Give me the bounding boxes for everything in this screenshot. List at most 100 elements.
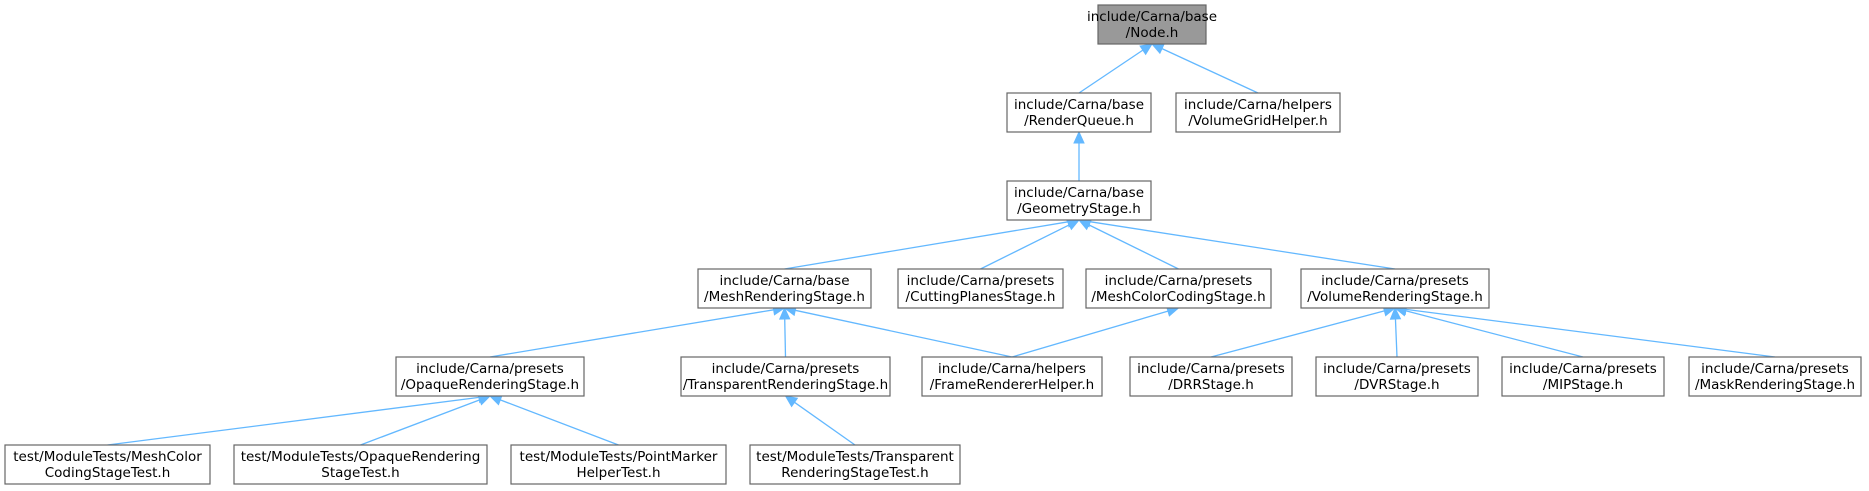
node-volumegridhelper_h[interactable]: include/Carna/helpers/VolumeGridHelper.h bbox=[1175, 92, 1341, 133]
node-label-line: /MIPStage.h bbox=[1543, 377, 1623, 393]
node-label-line: StageTest.h bbox=[321, 465, 399, 481]
node-box[interactable] bbox=[680, 356, 891, 397]
node-label-line: include/Carna/base bbox=[1014, 97, 1144, 113]
edge-meshcolorcodingstagetest_h-to-opaquerenderingstage_h bbox=[107, 391, 492, 446]
node-label-line: include/Carna/presets bbox=[907, 273, 1055, 289]
node-box[interactable] bbox=[1501, 356, 1665, 397]
node-label-line: /Node.h bbox=[1126, 25, 1179, 41]
node-volumerenderingstage_h[interactable]: include/Carna/presets/VolumeRenderingSta… bbox=[1300, 268, 1490, 309]
node-label-line: /MeshRenderingStage.h bbox=[704, 289, 865, 305]
node-box[interactable] bbox=[4, 444, 211, 485]
edge-line bbox=[980, 224, 1070, 270]
edge-line bbox=[1161, 48, 1259, 94]
node-cuttingplanesstage_h[interactable]: include/Carna/presets/CuttingPlanesStage… bbox=[897, 268, 1064, 309]
node-label-line: /CuttingPlanesStage.h bbox=[906, 289, 1056, 305]
node-label-line: include/Carna/base bbox=[1014, 185, 1144, 201]
node-label-line: /RenderQueue.h bbox=[1024, 113, 1134, 129]
node-label-line: HelperTest.h bbox=[576, 465, 660, 481]
edge-geometrystage_h-to-renderqueue_h bbox=[1073, 130, 1085, 181]
edge-transparentrenderingstage_h-to-meshrenderingstage_h bbox=[778, 306, 791, 358]
edge-line bbox=[1210, 310, 1385, 358]
node-node_h[interactable]: include/Carna/base/Node.h bbox=[1087, 4, 1217, 45]
node-maskrenderingstage_h[interactable]: include/Carna/presets/MaskRenderingStage… bbox=[1688, 356, 1862, 397]
edge-pointmarkerhelpertest_h-to-opaquerenderingstage_h bbox=[488, 394, 619, 446]
node-renderqueue_h[interactable]: include/Carna/base/RenderQueue.h bbox=[1006, 92, 1152, 133]
node-box[interactable] bbox=[697, 268, 872, 309]
node-box[interactable] bbox=[1175, 92, 1341, 133]
node-transparentrenderingstagetest_h[interactable]: test/ModuleTests/TransparentRenderingSta… bbox=[749, 444, 961, 485]
node-label-line: include/Carna/helpers bbox=[1184, 97, 1332, 113]
edge-meshrenderingstage_h-to-geometrystage_h bbox=[784, 216, 1081, 270]
edge-line bbox=[1089, 221, 1396, 270]
edge-framerendererhelper_h-to-meshcolorcodingstage_h bbox=[1011, 305, 1180, 358]
node-box[interactable] bbox=[1315, 356, 1479, 397]
node-label-line: include/Carna/base bbox=[1087, 9, 1217, 25]
node-box[interactable] bbox=[749, 444, 961, 485]
node-label-line: /MaskRenderingStage.h bbox=[1695, 377, 1855, 393]
node-label-line: /OpaqueRenderingStage.h bbox=[401, 377, 579, 393]
node-label-line: test/ModuleTests/MeshColor bbox=[13, 449, 202, 465]
node-box[interactable] bbox=[1129, 356, 1293, 397]
node-geometrystage_h[interactable]: include/Carna/base/GeometryStage.h bbox=[1006, 180, 1152, 221]
edge-arrowhead bbox=[1139, 43, 1154, 56]
node-box[interactable] bbox=[1097, 4, 1207, 45]
edges-layer bbox=[107, 43, 1776, 446]
node-box[interactable] bbox=[510, 444, 727, 485]
edge-line bbox=[500, 399, 619, 446]
node-opaquerenderingstage_h[interactable]: include/Carna/presets/OpaqueRenderingSta… bbox=[395, 356, 585, 397]
edge-line bbox=[784, 318, 787, 358]
node-box[interactable] bbox=[233, 444, 488, 485]
node-label-line: include/Carna/base bbox=[719, 273, 849, 289]
edge-maskrenderingstage_h-to-volumerenderingstage_h bbox=[1393, 303, 1776, 358]
edge-line bbox=[107, 396, 480, 446]
node-transparentrenderingstage_h[interactable]: include/Carna/presets/TransparentRenderi… bbox=[680, 356, 891, 397]
node-opaquerenderingstagetest_h[interactable]: test/ModuleTests/OpaqueRenderingStageTes… bbox=[233, 444, 488, 485]
node-label-line: test/ModuleTests/OpaqueRendering bbox=[241, 449, 481, 465]
node-meshcolorcodingstage_h[interactable]: include/Carna/presets/MeshColorCodingSta… bbox=[1085, 268, 1272, 309]
edge-line bbox=[1405, 308, 1776, 358]
node-box[interactable] bbox=[1006, 180, 1152, 221]
node-label-line: /DRRStage.h bbox=[1168, 377, 1254, 393]
node-mipstage_h[interactable]: include/Carna/presets/MIPStage.h bbox=[1501, 356, 1665, 397]
edge-line bbox=[795, 309, 1013, 358]
edge-arrowhead bbox=[778, 306, 791, 320]
node-label-line: /VolumeRenderingStage.h bbox=[1307, 289, 1483, 305]
node-label-line: include/Carna/helpers bbox=[938, 361, 1086, 377]
edge-arrowhead bbox=[477, 394, 492, 406]
node-label-line: CodingStageTest.h bbox=[45, 465, 171, 481]
edge-line bbox=[1394, 318, 1398, 358]
node-label-line: RenderingStageTest.h bbox=[781, 465, 928, 481]
node-box[interactable] bbox=[1006, 92, 1152, 133]
node-box[interactable] bbox=[921, 356, 1103, 397]
node-label-line: include/Carna/presets bbox=[1323, 361, 1471, 377]
node-drrstage_h[interactable]: include/Carna/presets/DRRStage.h bbox=[1129, 356, 1293, 397]
node-box[interactable] bbox=[395, 356, 585, 397]
node-box[interactable] bbox=[1688, 356, 1862, 397]
edge-line bbox=[784, 221, 1069, 270]
edge-line bbox=[794, 401, 856, 446]
node-label-line: include/Carna/presets bbox=[416, 361, 564, 377]
edge-transparentrenderingstagetest_h-to-transparentrenderingstage_h bbox=[784, 395, 856, 446]
edge-drrstage_h-to-volumerenderingstage_h bbox=[1210, 305, 1397, 358]
edge-opaquerenderingstagetest_h-to-opaquerenderingstage_h bbox=[360, 394, 492, 446]
node-meshrenderingstage_h[interactable]: include/Carna/base/MeshRenderingStage.h bbox=[697, 268, 872, 309]
node-label-line: /MeshColorCodingStage.h bbox=[1091, 289, 1265, 305]
edge-volumegridhelper_h-to-node_h bbox=[1150, 43, 1259, 94]
edge-arrowhead bbox=[1073, 130, 1085, 144]
node-meshcolorcodingstagetest_h[interactable]: test/ModuleTests/MeshColorCodingStageTes… bbox=[4, 444, 211, 485]
node-label-line: include/Carna/presets bbox=[1105, 273, 1253, 289]
edge-line bbox=[1011, 310, 1169, 358]
node-dvrstage_h[interactable]: include/Carna/presets/DVRStage.h bbox=[1315, 356, 1479, 397]
node-framerendererhelper_h[interactable]: include/Carna/helpers/FrameRendererHelpe… bbox=[921, 356, 1103, 397]
edge-line bbox=[1405, 310, 1584, 358]
node-box[interactable] bbox=[897, 268, 1064, 309]
node-label-line: /VolumeGridHelper.h bbox=[1188, 113, 1327, 129]
node-label-line: /FrameRendererHelper.h bbox=[930, 377, 1094, 393]
node-box[interactable] bbox=[1085, 268, 1272, 309]
node-box[interactable] bbox=[1300, 268, 1490, 309]
edge-arrowhead bbox=[1066, 219, 1081, 231]
nodes-layer: include/Carna/base/Node.hinclude/Carna/b… bbox=[4, 4, 1862, 485]
edge-cuttingplanesstage_h-to-geometrystage_h bbox=[980, 219, 1081, 270]
